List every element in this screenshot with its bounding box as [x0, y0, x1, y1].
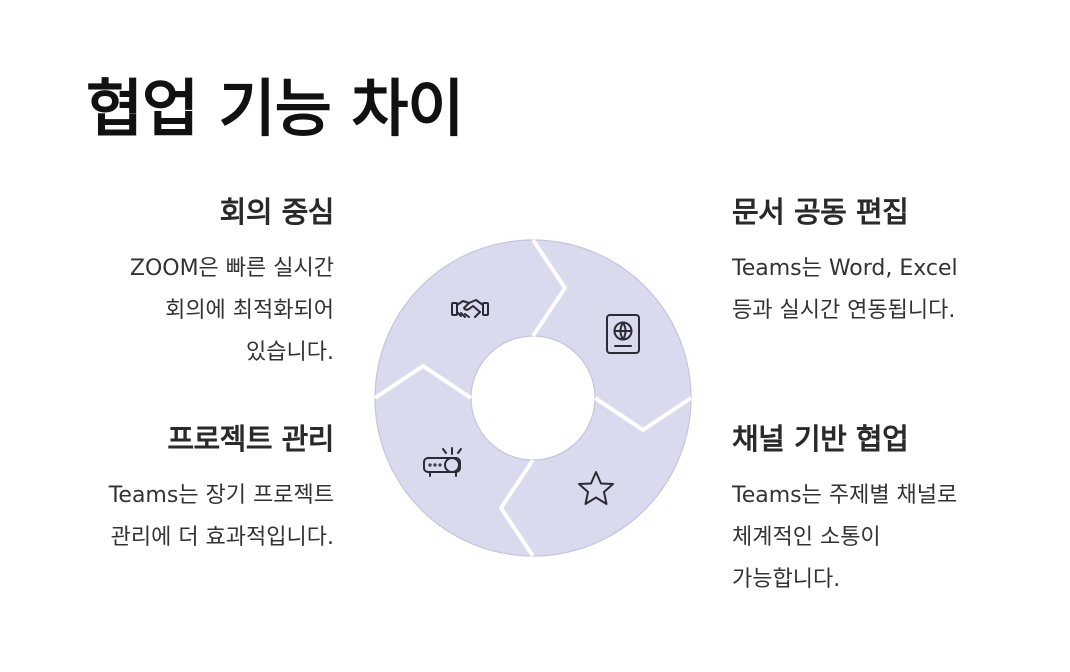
document-coediting-text: Teams는 Word, Excel 등과 실시간 연동됩니다. — [732, 256, 958, 323]
project-management-block: 프로젝트 관리 Teams는 장기 프로젝트 관리에 더 효과적입니다. — [86, 419, 335, 559]
page-title: 협업 기능 차이 — [86, 72, 464, 145]
channel-collaboration-heading: 채널 기반 협업 — [732, 422, 909, 456]
cycle-segment-top-left — [374, 239, 566, 400]
cycle-separator-right — [593, 396, 693, 432]
star-icon — [578, 471, 614, 505]
document-coediting-heading: 문서 공동 편집 — [732, 195, 909, 229]
document-coediting-block: 문서 공동 편집 Teams는 Word, Excel 등과 실시간 연동됩니다… — [732, 192, 984, 332]
cycle-segment-top-right — [531, 239, 692, 431]
meeting-focus-text: ZOOM은 빠른 실시간 회의에 최적화되어 있습니다. — [129, 256, 334, 365]
channel-collaboration-block: 채널 기반 협업 Teams는 주제별 채널로 체계적인 소통이 가능합니다. — [732, 419, 984, 601]
meeting-focus-heading: 회의 중심 — [219, 195, 335, 229]
channel-collaboration-text: Teams는 주제별 채널로 체계적인 소통이 가능합니다. — [732, 483, 958, 592]
cycle-segment-bottom-right — [500, 396, 692, 557]
project-management-text: Teams는 장기 프로젝트 관리에 더 효과적입니다. — [108, 483, 334, 550]
cycle-separator-left — [373, 364, 473, 400]
cycle-separator-top — [531, 238, 567, 338]
cycle-segment-bottom-left — [374, 365, 535, 557]
handshake-icon — [451, 299, 489, 318]
cycle-separator-bottom — [499, 458, 535, 558]
projector-icon — [423, 447, 462, 477]
passport-icon — [606, 314, 640, 354]
project-management-heading: 프로젝트 관리 — [167, 422, 334, 456]
meeting-focus-block: 회의 중심 ZOOM은 빠른 실시간 회의에 최적화되어 있습니다. — [86, 192, 335, 374]
